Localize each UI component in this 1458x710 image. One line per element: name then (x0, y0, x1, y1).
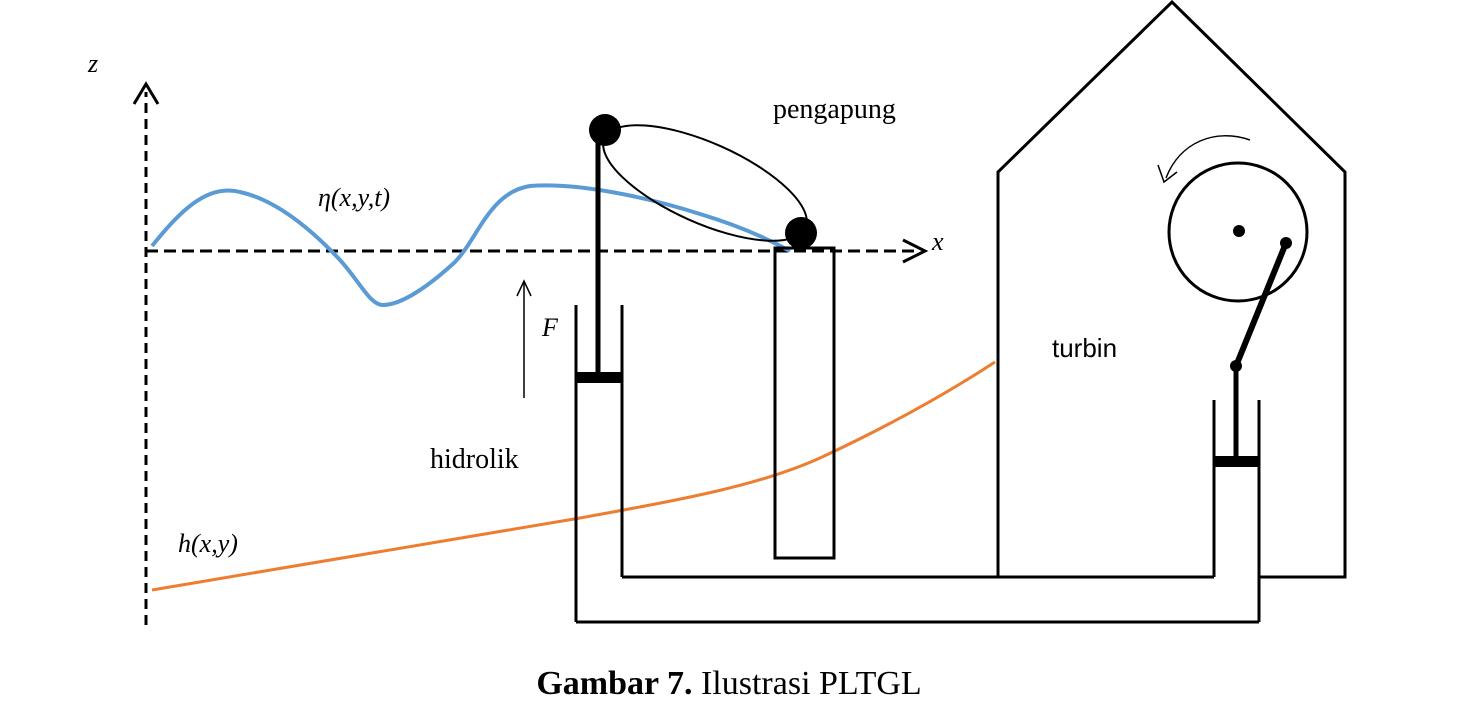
force-label: F (541, 313, 559, 342)
left-hydraulic-cylinder (574, 305, 624, 622)
float (589, 114, 817, 249)
caption-prefix: Gambar 7. (536, 665, 692, 702)
z-axis (132, 81, 160, 625)
hydraulic-label: hidrolik (430, 444, 519, 475)
x-axis (146, 238, 929, 264)
turbine-label: turbin (1052, 333, 1117, 363)
hydraulic-pipe (576, 575, 1259, 624)
force-arrow (516, 279, 532, 398)
right-hydraulic-cylinder (1212, 400, 1261, 622)
seabed-label: h(x,y) (178, 529, 238, 558)
right-piston (1214, 456, 1259, 467)
seabed-curve (151, 360, 996, 592)
z-axis-label: z (87, 49, 98, 78)
figure-caption: Gambar 7. Ilustrasi PLTGL (536, 665, 921, 702)
crank-rod (1233, 241, 1289, 368)
flywheel-center (1233, 225, 1245, 237)
turbine-house (996, 0, 1347, 579)
float-pivot-right (785, 217, 817, 249)
x-axis-label: x (931, 227, 944, 256)
caption-text: Ilustrasi PLTGL (692, 665, 921, 702)
wave-surface-curve (150, 183, 791, 308)
left-piston (576, 372, 622, 383)
support-pillar (773, 246, 836, 560)
float-pivot-left (589, 114, 621, 146)
wave-surface-label: η(x,y,t) (318, 183, 390, 212)
flywheel (1157, 135, 1309, 458)
float-label: pengapung (773, 94, 896, 125)
rotation-arrow-icon (1165, 135, 1251, 179)
